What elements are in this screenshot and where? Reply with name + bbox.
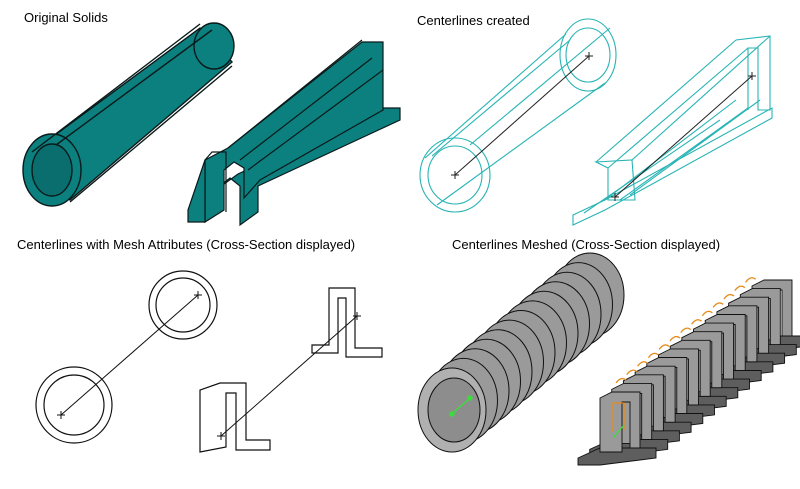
centerline-channel-mesh	[217, 312, 361, 440]
pipe-ring-inner	[427, 377, 481, 443]
channel-highlight-centerline	[612, 277, 757, 439]
panel-centerlines-created: Centerlines created	[417, 13, 773, 226]
caption-mesh-attributes: Centerlines with Mesh Attributes (Cross-…	[17, 237, 355, 252]
channel-mesh-slices	[577, 279, 800, 466]
caption-centerlines-meshed: Centerlines Meshed (Cross-Section displa…	[452, 237, 720, 252]
centerline-pipe-mesh	[57, 291, 202, 419]
panel-mesh-attributes: Centerlines with Mesh Attributes (Cross-…	[17, 237, 383, 453]
channel-slice	[577, 391, 657, 466]
caption-centerlines-created: Centerlines created	[417, 13, 530, 28]
channel-cross-sections	[199, 287, 383, 453]
pipe-cross-sections	[35, 270, 218, 444]
pipe-highlight-centerline	[449, 395, 473, 417]
pipe-mesh-rings	[417, 252, 625, 453]
caption-original-solids: Original Solids	[24, 10, 108, 25]
pipe-wireframe	[419, 18, 617, 213]
panel-original-solids: Original Solids	[22, 10, 401, 227]
channel-wireframe	[572, 35, 773, 226]
centerline-channel	[611, 72, 756, 201]
centerline-pipe	[451, 52, 593, 179]
channel-solid-icon	[187, 39, 401, 227]
panel-centerlines-meshed: Centerlines Meshed (Cross-Section displa…	[417, 237, 800, 466]
pipe-solid-icon	[22, 22, 235, 207]
